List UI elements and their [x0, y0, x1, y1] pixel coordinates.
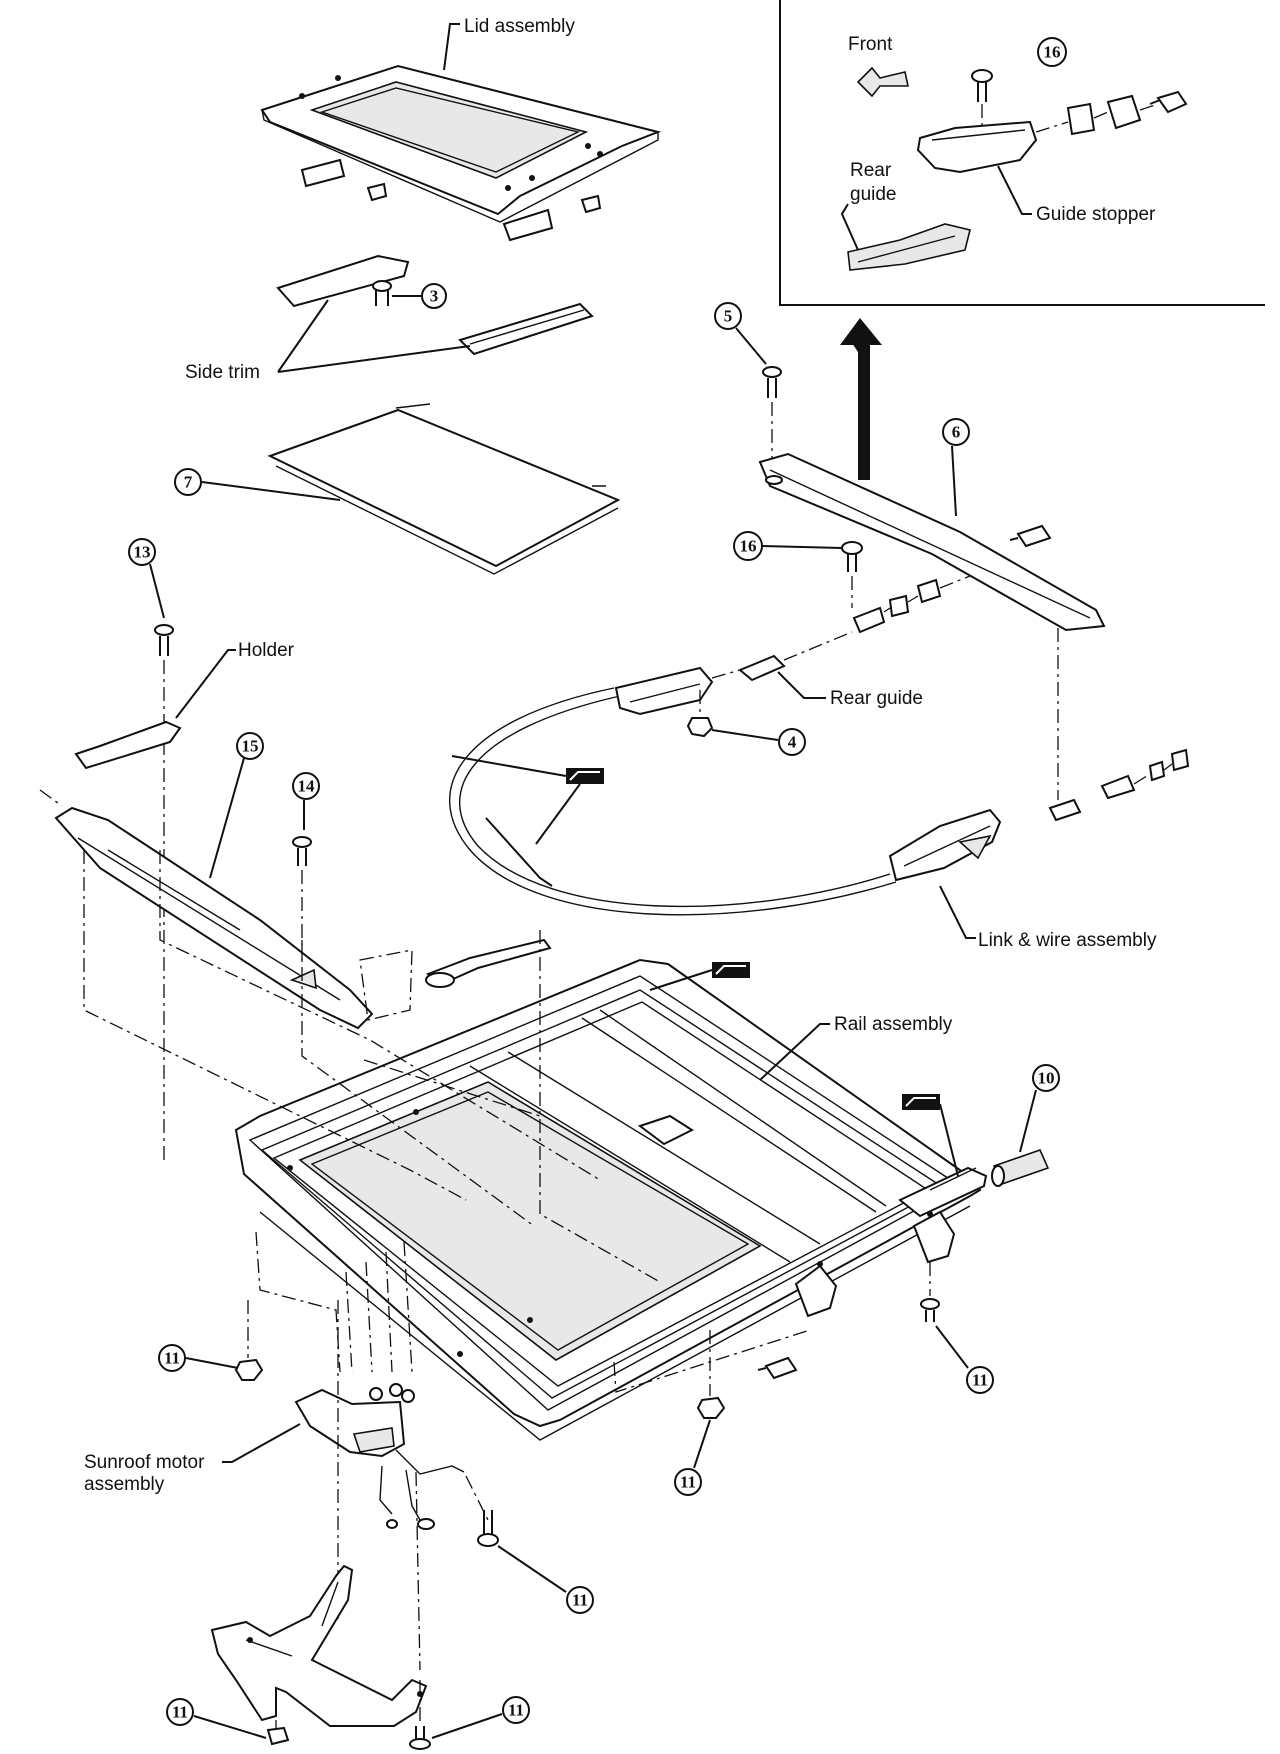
callout-11e: [166, 1698, 194, 1726]
bolt-right-rail: [1009, 524, 1052, 548]
callout-5-text: 5: [724, 307, 733, 326]
callout-15-text: 15: [242, 737, 259, 756]
callout-11c: [966, 1366, 994, 1394]
bolt-11-bottom-center: [409, 1680, 431, 1750]
inset-guide-stopper-label: Guide stopper: [1036, 204, 1156, 225]
inset-front-label: Front: [848, 34, 893, 55]
inset-rear-guide-part: [847, 223, 971, 271]
bolt-16: [841, 541, 863, 608]
grease-icon: [712, 962, 750, 978]
front-arrow-icon: [856, 66, 909, 98]
side-trim-part: [276, 254, 594, 356]
callout-5: [714, 302, 742, 330]
holder-label: Holder: [238, 640, 295, 661]
callout-4: [778, 728, 806, 756]
lid-assembly-part: [260, 64, 662, 242]
inset-rear-label-2: guide: [850, 184, 897, 205]
callout-4-text: 4: [788, 733, 797, 752]
nut-11-center: [696, 1330, 726, 1419]
callout-7: [174, 468, 202, 496]
rail-assembly-part: [234, 958, 988, 1441]
motor-bracket-part: [210, 1564, 428, 1727]
side-rail-part: [54, 806, 374, 1030]
bolt-3: [372, 280, 422, 306]
callout-16-text: 16: [740, 537, 757, 556]
callout-6-text: 6: [952, 423, 961, 442]
inset-rear-label-1: Rear: [850, 160, 892, 181]
drain-link-part: [425, 938, 552, 988]
callout-14-text: 14: [298, 777, 316, 796]
holder-part: [74, 720, 182, 770]
guide-stopper-small-part: [852, 575, 971, 634]
callout-11d: [566, 1586, 594, 1614]
callout-3-text: 3: [430, 287, 439, 306]
link-wire-label: Link & wire assembly: [978, 930, 1157, 951]
callout-6: [942, 418, 970, 446]
callout-3: [421, 283, 447, 309]
rear-rail-part: [758, 452, 1106, 632]
callout-11b: [674, 1468, 702, 1496]
callout-10-text: 10: [1038, 1069, 1055, 1088]
rail-bracket-center: [757, 1264, 838, 1380]
callout-15: [236, 732, 264, 760]
callout-11d-text: 11: [572, 1591, 588, 1610]
inset-callout-16-text: 16: [1044, 43, 1061, 62]
link-wire-assembly-part: [448, 631, 1002, 916]
callout-11f-text: 11: [508, 1701, 524, 1720]
callout-11c-text: 11: [972, 1371, 988, 1390]
grease-icon: [902, 1094, 940, 1110]
rail-assembly-label: Rail assembly: [834, 1014, 953, 1035]
inset-panel: Front 16 Guide stopper Rear guide: [779, 0, 1265, 306]
rear-stopper-part: [1048, 628, 1190, 822]
nut-11-left: [234, 1300, 264, 1381]
sunroof-motor-label-1: Sunroof motor: [84, 1452, 205, 1473]
callout-11e-text: 11: [172, 1703, 188, 1722]
side-trim-label: Side trim: [185, 362, 260, 383]
bolt-11-motor: [477, 1510, 499, 1547]
callout-13-text: 13: [134, 543, 151, 562]
guide-stopper-part: [916, 120, 1038, 174]
sunroof-motor-label-2: assembly: [84, 1474, 165, 1495]
nut-4: [686, 690, 714, 738]
grease-icon: [566, 768, 604, 784]
inset-callout-16: [1037, 37, 1067, 67]
callout-7-text: 7: [184, 473, 193, 492]
callout-11b-text: 11: [680, 1473, 696, 1492]
callout-13: [128, 538, 156, 566]
bolt-5: [762, 366, 782, 470]
rail-bracket-right: [912, 1210, 956, 1322]
detail-arrow-icon: [840, 318, 882, 480]
sunshade-panel-part: [267, 403, 621, 575]
sunroof-motor-part: [294, 1383, 465, 1530]
drain-tube-part: [991, 1089, 1050, 1187]
callout-14: [292, 772, 320, 800]
callout-10: [1032, 1064, 1060, 1092]
lid-assembly-label: Lid assembly: [464, 16, 575, 37]
callout-11a-text: 11: [164, 1349, 180, 1368]
callout-11a: [158, 1344, 186, 1372]
callout-11f: [502, 1696, 530, 1724]
rear-guide-label: Rear guide: [830, 688, 923, 709]
